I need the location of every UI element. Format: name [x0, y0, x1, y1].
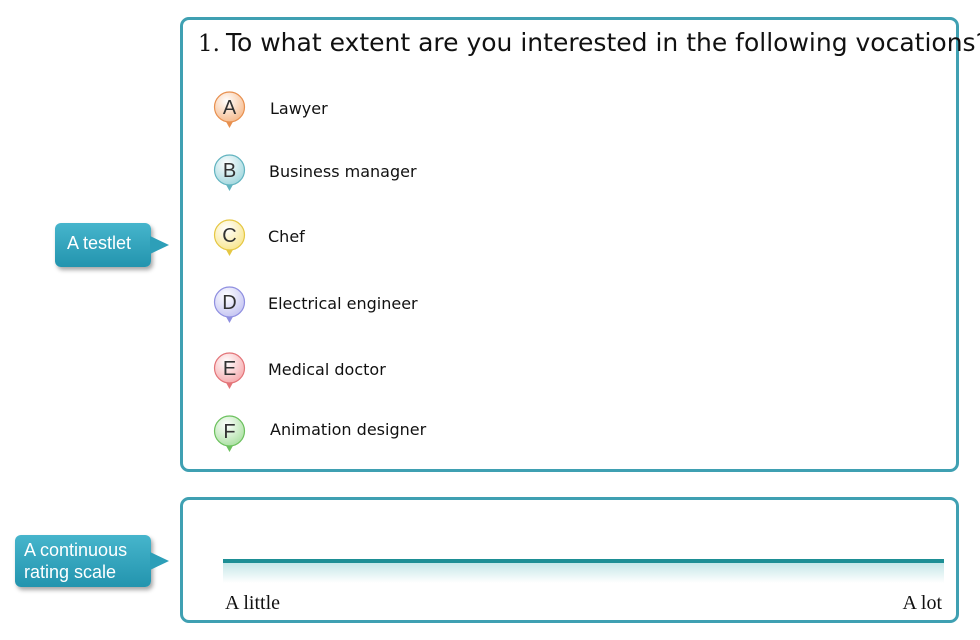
badge-letter: F: [223, 421, 235, 443]
question-text: To what extent are you interested in the…: [225, 28, 980, 57]
badge-letter: D: [222, 292, 236, 314]
rating-scale-shadow: [223, 563, 944, 583]
testlet-callout-label: A testlet: [67, 233, 132, 253]
letter-d-badge-icon: D: [213, 286, 246, 323]
option-f-label: Animation designer: [270, 420, 427, 439]
badge-letter: C: [222, 225, 236, 247]
letter-a-badge-icon: A: [213, 91, 246, 128]
badge-letter: B: [223, 160, 236, 182]
letter-b-badge-icon: B: [213, 154, 246, 191]
rating-scale-callout-line1: A continuous: [24, 540, 128, 560]
rating-scale-callout-line2: rating scale: [24, 562, 117, 582]
option-d[interactable]: D Electrical engineer: [213, 285, 613, 325]
option-e[interactable]: E Medical doctor: [213, 351, 613, 391]
option-c-label: Chef: [268, 227, 305, 246]
rating-scale-line: [223, 559, 944, 563]
option-b[interactable]: B Business manager: [213, 153, 613, 193]
letter-f-badge-icon: F: [213, 415, 246, 452]
option-b-label: Business manager: [269, 162, 417, 181]
testlet-callout: A testlet: [55, 223, 169, 267]
badge-letter: A: [223, 97, 237, 119]
scale-min-label: A little: [225, 592, 280, 614]
option-a[interactable]: A Lawyer: [213, 90, 613, 130]
option-e-label: Medical doctor: [268, 360, 386, 379]
scale-max-label: A lot: [902, 592, 942, 614]
rating-scale-slider[interactable]: [223, 559, 944, 583]
rating-scale-panel: A little A lot: [180, 497, 959, 623]
option-f[interactable]: F Animation designer: [213, 414, 613, 454]
letter-c-badge-icon: C: [213, 219, 246, 256]
rating-scale-callout: A continuous rating scale: [15, 535, 169, 587]
question-title: 1.To what extent are you interested in t…: [198, 28, 980, 57]
question-number: 1.: [198, 31, 220, 57]
badge-letter: E: [223, 358, 236, 380]
option-d-label: Electrical engineer: [268, 294, 418, 313]
testlet-panel: 1.To what extent are you interested in t…: [180, 17, 980, 472]
option-c[interactable]: C Chef: [213, 218, 613, 258]
option-a-label: Lawyer: [270, 99, 328, 118]
letter-e-badge-icon: E: [213, 352, 246, 389]
